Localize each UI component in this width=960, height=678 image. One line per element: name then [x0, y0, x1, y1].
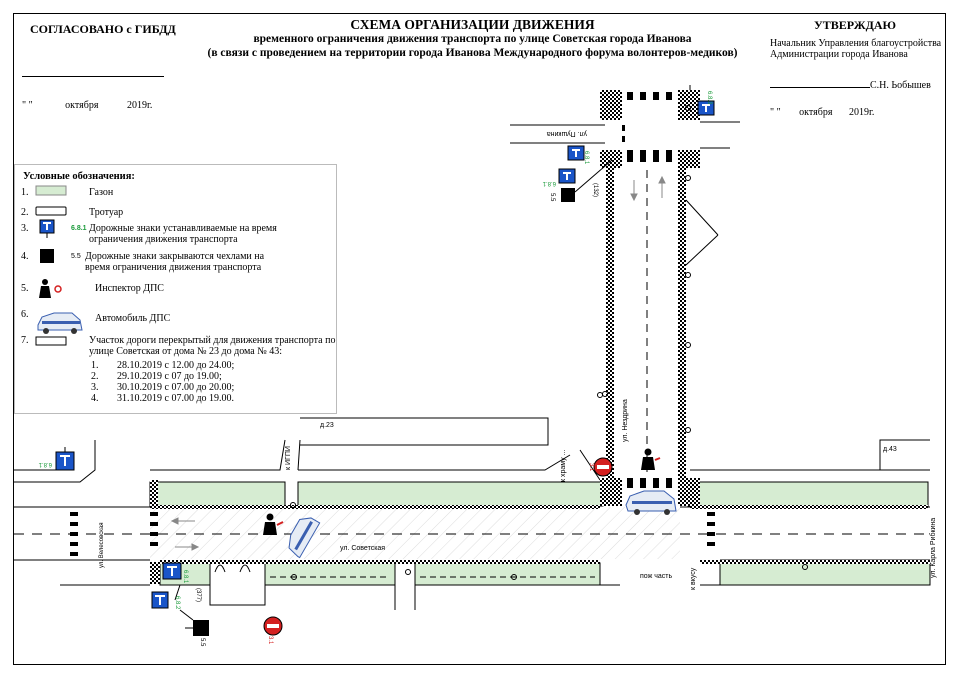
- no-entry-signs: [263, 457, 613, 636]
- sign-681-pushkina: [558, 145, 613, 202]
- scheme-title: СХЕМА ОРГАНИЗАЦИИ ДВИЖЕНИЯ: [350, 17, 595, 32]
- scheme-subtitle-1: временного ограничения движения транспор…: [253, 33, 692, 45]
- approver-position-2: Администрации города Иванова: [770, 49, 908, 60]
- lawn-bottom-2: [264, 562, 396, 586]
- top-intersection: [510, 85, 740, 168]
- sign-closed-bottom-left: [151, 562, 209, 636]
- to-ivgpu-label: к ИГПИ: [285, 446, 292, 470]
- sovetskaya-label: ул. Советская: [340, 545, 385, 552]
- drawing-frame: [13, 13, 946, 665]
- approval-left-title: СОГЛАСОВАНО с ГИБДД: [30, 22, 176, 36]
- date-right: " " октября 2019г.: [770, 107, 950, 118]
- inspector-2: [263, 513, 284, 535]
- closure-date-3: 3.30.10.2019 с 07.00 до 20.00;: [91, 382, 235, 393]
- signature-line-left: [22, 76, 164, 77]
- sign-681-left: [55, 447, 75, 471]
- date-left-year: 2019г.: [126, 100, 153, 111]
- sign-132-label: (132): [592, 183, 598, 197]
- lawn-bottom-3: [414, 562, 601, 586]
- legend-inspector-icon: [42, 279, 48, 285]
- legend-sidewalk-swatch: [35, 206, 67, 216]
- scheme-subtitle-2: (в связи с проведением на территории гор…: [207, 47, 738, 59]
- sign-681-pushkina-label-2: 6.8.1: [542, 180, 556, 186]
- closed-section-area: [150, 507, 680, 559]
- date-left-month: октября: [65, 100, 99, 111]
- sign-55-bottom-label: 5.5: [199, 638, 205, 647]
- legend-covered-sign-icon: [40, 249, 54, 263]
- approver-name: С.Н. Ьобышев: [870, 80, 931, 91]
- legend-title: Условные обозначения:: [23, 171, 135, 182]
- sign-683-label: 6.8.3: [706, 91, 712, 105]
- no-entry-label-2: 3.1: [267, 636, 273, 645]
- exit-label: ул. Велесовская: [99, 522, 105, 568]
- approval-right-block: УТВЕРЖДАЮ Начальник Управления благоустр…: [760, 18, 950, 118]
- legend-lawn-swatch: [35, 185, 67, 196]
- legend-covered-code: 5.5: [71, 253, 81, 260]
- closure-dates-list: 1.28.10.2019 с 12.00 до 24.00; 2.29.10.2…: [91, 360, 234, 404]
- no-entry-label-1: 3.1: [588, 463, 594, 472]
- approval-right-title: УТВЕРЖДАЮ: [813, 18, 897, 32]
- approver-signature: С.Н. Ьобышев: [770, 80, 950, 91]
- pom-chast-label: пож часть: [640, 573, 672, 580]
- house-43-label: д.43: [883, 446, 897, 453]
- sign-377-label: (377): [195, 588, 201, 602]
- nezdrina-label: ул. Нездрина: [622, 399, 629, 442]
- police-car-1: [625, 490, 677, 515]
- date-left: " " октября 2019г.: [22, 100, 152, 111]
- to-vkusu-label: к вкусу: [690, 567, 697, 590]
- left-curb: [14, 440, 96, 483]
- curb-hatching: [150, 478, 930, 584]
- date-left-mark: " ": [22, 100, 33, 111]
- sign-681-pushkina-label: 6.8.1: [583, 151, 589, 165]
- approver-position-1: Начальник Управления благоустройства: [770, 38, 942, 49]
- lawn-top-2: [297, 481, 604, 507]
- inspector-1: [641, 448, 661, 470]
- lawn-top-3: [687, 481, 929, 507]
- lawn-top-1: [149, 481, 286, 507]
- date-right-mark: " ": [770, 107, 781, 118]
- nezdrina-street: [606, 165, 719, 478]
- sign-682-label: 6.8.2: [174, 596, 180, 610]
- date-right-month: октября: [799, 107, 833, 118]
- house-43-outline: [879, 439, 930, 470]
- karla-label: ул. Карла Рибкина: [929, 518, 937, 578]
- legend-panel: Условные обозначения: 1. Газон 2. Тротуа…: [14, 164, 337, 414]
- sign-683-top: [697, 100, 715, 116]
- police-car-2: [288, 517, 321, 559]
- zebra-crossings: [70, 92, 715, 556]
- house-23-outline: [300, 417, 549, 446]
- map-labels: д.23 д.43 ул. Советская пож часть 6.8.3 …: [38, 91, 937, 647]
- bottom-arches: [214, 564, 251, 573]
- house-23-label: д.23: [320, 422, 334, 429]
- closure-date-2: 2.29.10.2019 с 07 до 19.00;: [91, 371, 222, 382]
- pushkina-label: ул. Пушкина: [547, 130, 587, 137]
- closure-date-1: 1.28.10.2019 с 12.00 до 24.00;: [91, 360, 235, 371]
- to-church-label: к храму ...: [560, 449, 567, 482]
- scheme-header: СХЕМА ОРГАНИЗАЦИИ ДВИЖЕНИЯ временного ог…: [195, 18, 750, 60]
- date-right-year: 2019г.: [848, 107, 875, 118]
- direction-arrows: [170, 175, 666, 551]
- upper-curb: [150, 439, 601, 481]
- lawn-bottom-4: [719, 562, 931, 586]
- legend-sign-code: 6.8.1: [71, 225, 87, 232]
- legend-symbols: [35, 185, 83, 346]
- sign-55-pushkina-label: 5.5: [549, 193, 555, 202]
- lower-curbs: [60, 584, 720, 610]
- sign-681-bottom-label: 6.8.1: [182, 570, 188, 584]
- closure-date-4: 4.31.10.2019 с 07.00 до 19.00.: [91, 393, 235, 404]
- sign-681-left-label: 6.8.1: [38, 461, 52, 467]
- light-posts: [290, 105, 808, 580]
- legend-closed-section-swatch: [35, 336, 67, 346]
